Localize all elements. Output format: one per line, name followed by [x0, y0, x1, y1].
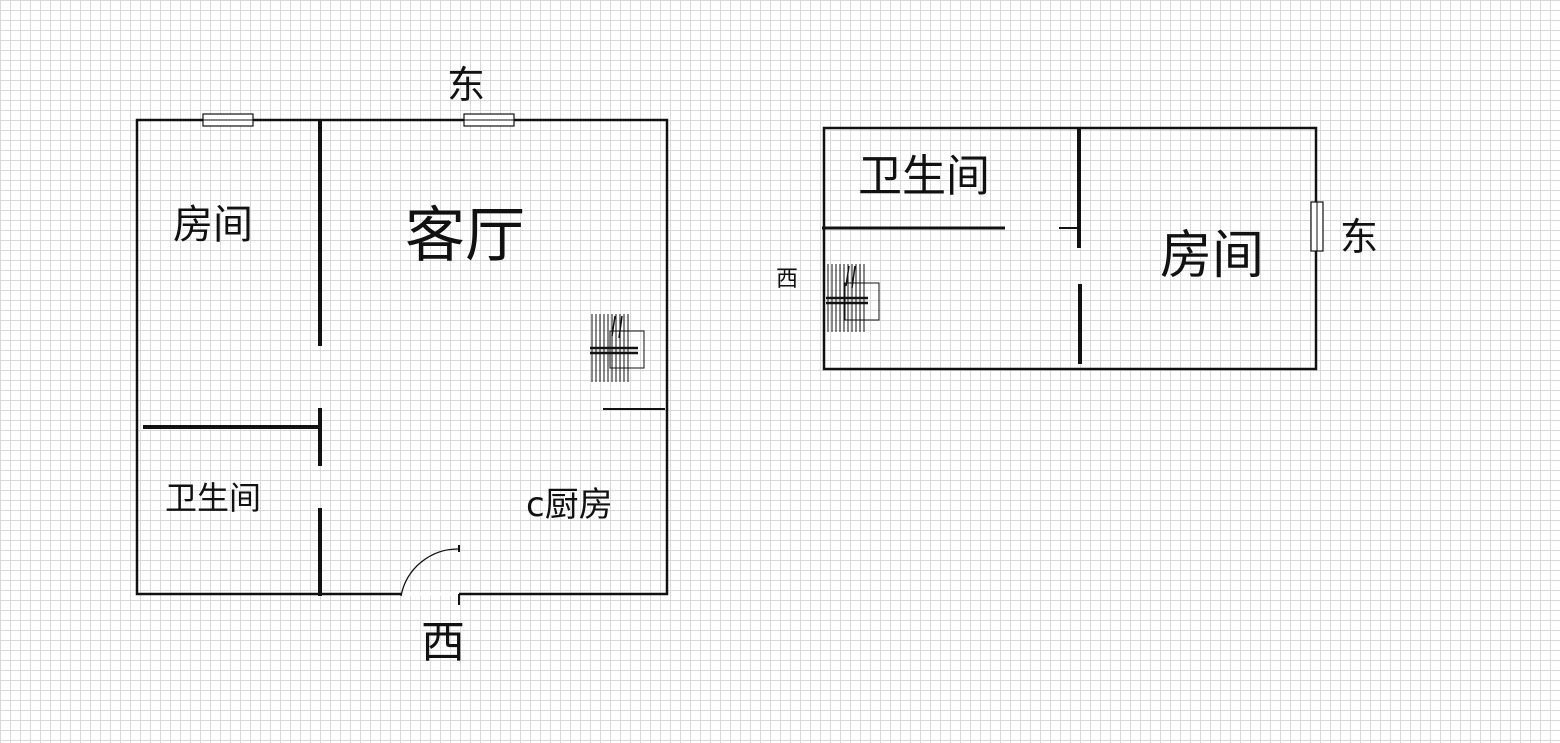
floor1-plan [135, 113, 669, 605]
floor2-staircase-icon [826, 264, 880, 332]
floor2-room-bedroom: 房间 [1160, 226, 1265, 286]
floor1-staircase-icon [590, 314, 645, 382]
floor1-window-living [463, 113, 515, 127]
floor2-plan [822, 126, 1324, 371]
floor2-direction-east: 东 [1340, 215, 1379, 259]
floor2-direction-west: 西 [776, 267, 799, 292]
floor2-room-bathroom: 卫生间 [858, 151, 990, 202]
floor1-direction-west: 西 [421, 617, 465, 668]
floor1-entrance-door [400, 545, 460, 605]
floor1-room-bathroom: 卫生间 [165, 479, 262, 517]
floor1-room-living: 客厅 [405, 201, 525, 271]
floor1-room-kitchen: c厨房 [526, 485, 613, 525]
floor2-window-bedroom [1310, 201, 1324, 252]
floor1-room-bedroom: 房间 [173, 202, 253, 248]
floor1-window-bedroom [202, 113, 254, 127]
floor1-direction-east: 东 [447, 63, 486, 107]
